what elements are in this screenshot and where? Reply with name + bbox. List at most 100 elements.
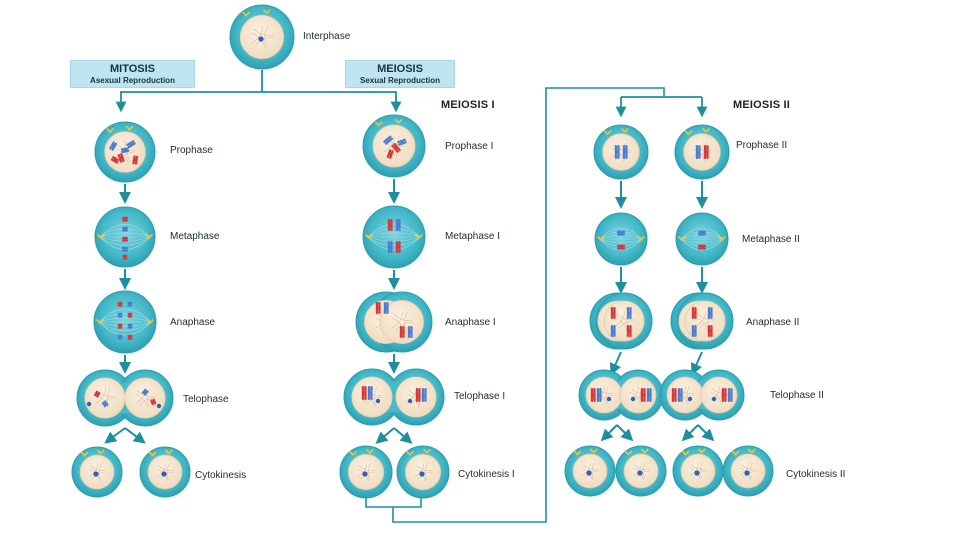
chromosome-icon (691, 307, 697, 319)
mitosis-subtitle: Asexual Reproduction (90, 76, 175, 85)
chromosome-icon (141, 388, 149, 396)
chromosome-icon (127, 312, 133, 318)
meiosis2-anaphase-cell-left (589, 292, 653, 350)
meiosis-subtitle: Sexual Reproduction (359, 76, 440, 85)
chromosome-icon (671, 388, 677, 402)
centriole-icon (697, 448, 706, 454)
nucleus (603, 300, 645, 342)
chromosome-icon (150, 398, 157, 406)
meiosis2-telophase-cell-right (659, 369, 745, 421)
centriole-icon (603, 130, 612, 136)
meiosis2-stage-cytokinesis: Cytokinesis II (786, 469, 846, 480)
meiosis2-stage-telophase: Telophase II (770, 390, 824, 401)
centriole-icon (637, 236, 645, 242)
chromosome-icon (640, 388, 646, 402)
nucleolus (711, 396, 717, 402)
mitosis-prophase-cell (94, 121, 156, 183)
meiosis1-metaphase-cell (362, 205, 426, 269)
chromosome-icon (117, 301, 123, 307)
chromosome-icon (407, 326, 413, 338)
chromosome-icon (626, 325, 632, 337)
chromosome-icon (127, 301, 133, 307)
meiosis2-gamete-2 (615, 445, 667, 497)
meiosis2-stage-anaphase: Anaphase II (746, 317, 800, 328)
meiosis1-daughter-cell-right (396, 445, 450, 499)
chromosome-icon (677, 388, 683, 402)
chromosome-icon (617, 244, 625, 250)
chromosome-icon (117, 334, 123, 340)
connector-lines (115, 70, 708, 523)
centriole-icon (423, 448, 431, 454)
chromosome-icon (646, 388, 652, 402)
chromosome-icon (610, 325, 616, 337)
meiosis2-fork-arrow-left (600, 424, 634, 442)
centriole-icon (684, 130, 693, 136)
stage-arrows (104, 179, 715, 444)
nucleolus (86, 401, 92, 407)
chromosome-icon (387, 241, 393, 253)
centriole-icon (406, 451, 414, 456)
arrow-icon (697, 424, 715, 442)
nucleolus (586, 470, 592, 476)
meiosis1-stage-cytokinesis: Cytokinesis I (458, 469, 515, 480)
nucleus (684, 300, 726, 342)
nucleolus (744, 470, 750, 476)
meiosis1-to-meiosis2-line (392, 87, 665, 523)
centriole-icon (106, 128, 114, 134)
meiosis1-title: MEIOSIS I (441, 99, 495, 111)
nucleolus (694, 470, 700, 476)
nucleus (619, 376, 657, 414)
mitosis-metaphase-cell (94, 206, 156, 268)
nucleolus (419, 471, 425, 477)
centriole-icon (97, 234, 105, 240)
chromosome-icon (415, 388, 421, 402)
meiosis1-anaphase-cell (355, 291, 433, 353)
cells-group (71, 4, 774, 499)
chromatin-lines (676, 386, 695, 405)
mitosis-stage-metaphase: Metaphase (170, 231, 220, 242)
interphase-label: Interphase (303, 31, 351, 42)
nucleus (84, 377, 126, 419)
nucleus (683, 133, 721, 171)
meiosis2-prophase-cell-right (674, 124, 730, 180)
meiosis2-anaphase-cell-right (670, 292, 734, 350)
chromosome-icon (397, 138, 407, 146)
centriole-icon (597, 236, 605, 242)
mitosis-header-box: MITOSIS Asexual Reproduction (70, 60, 195, 88)
meiosis1-stage-metaphase: Metaphase I (445, 231, 501, 242)
chromosome-icon (126, 140, 136, 149)
chromatin-lines (695, 311, 716, 332)
meiosis2-gamete-4 (722, 445, 774, 497)
nucleolus (362, 471, 368, 477)
chromosome-icon (386, 149, 394, 159)
mitosis-telophase-cell (76, 369, 174, 427)
centriole-icon (164, 449, 173, 455)
arrow-icon (609, 351, 622, 376)
chromatin-lines (135, 388, 156, 409)
chromosome-icon (698, 230, 706, 236)
chromosome-icon (387, 219, 393, 231)
centriole-icon (731, 450, 740, 456)
nucleolus (407, 398, 413, 404)
mitosis-anaphase-cell (93, 290, 157, 354)
chromosome-icon (727, 388, 733, 402)
centriole-icon (125, 125, 134, 131)
chromosome-icon (610, 307, 616, 319)
centriole-icon (394, 119, 403, 124)
chromosome-icon (617, 230, 625, 236)
chromosome-icon (395, 241, 401, 253)
chromatin-lines (595, 386, 614, 405)
nucleus (379, 299, 424, 344)
centriole-icon (96, 449, 105, 455)
centriole-icon (702, 128, 710, 134)
chromosome-icon (122, 216, 128, 222)
meiosis2-prophase-cell-left (593, 124, 649, 180)
centriole-icon (624, 450, 633, 456)
chromosome-icon (122, 246, 128, 252)
meiosis1-fork-arrow (375, 427, 413, 444)
chromosome-icon (117, 312, 123, 318)
chromosome-icon (707, 307, 713, 319)
centriole-icon (640, 448, 649, 454)
chromosome-icon (367, 386, 373, 400)
